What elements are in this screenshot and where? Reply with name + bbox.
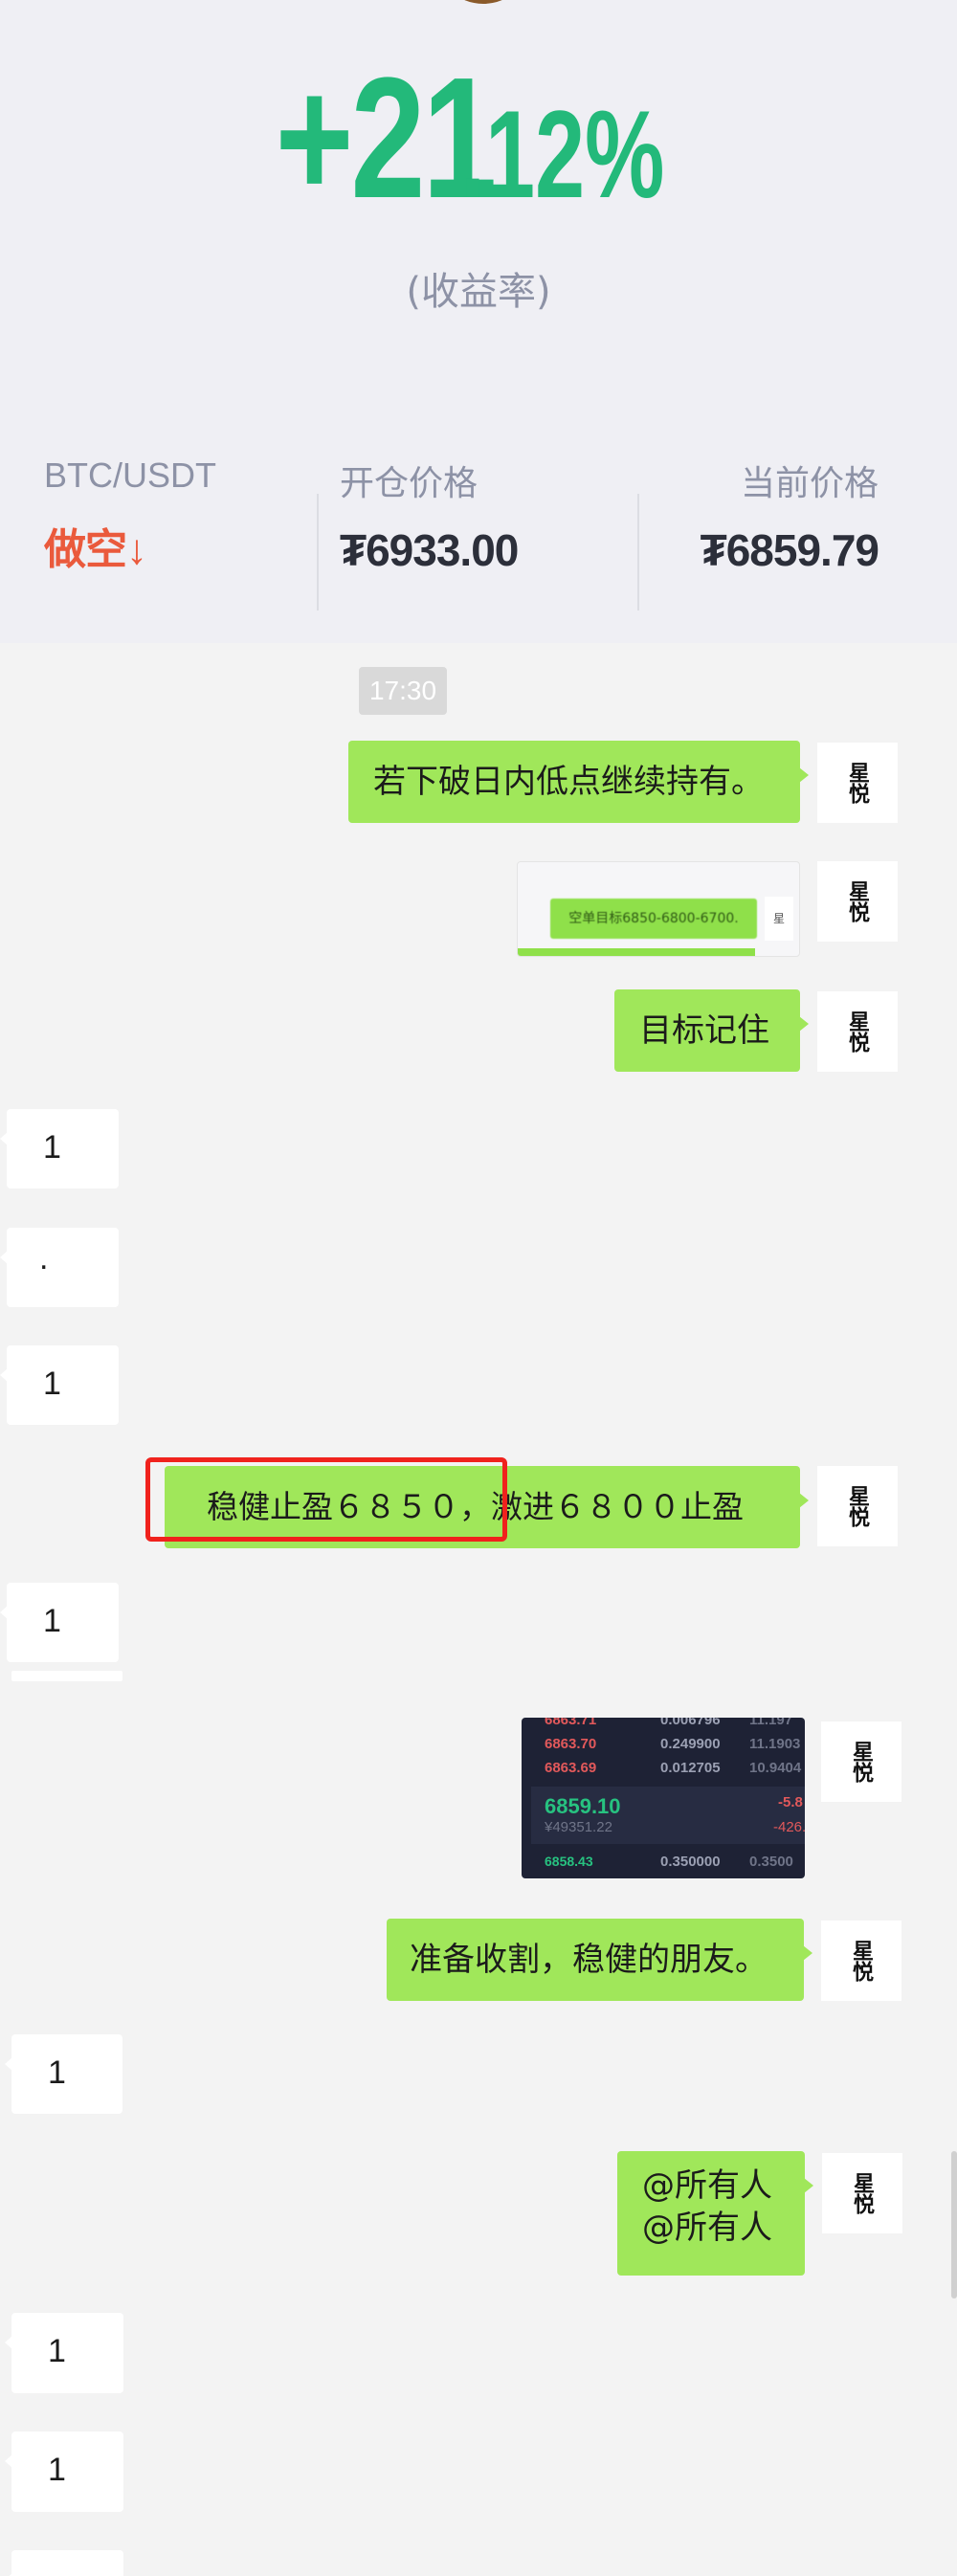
avatar-logo-text: 星悦 <box>845 880 870 922</box>
avatar-thumbnail: 星 <box>765 897 793 941</box>
current-price-value: ₮6859.79 <box>700 525 879 575</box>
bid-amount: 0.350000 <box>660 1854 721 1870</box>
message-bubble-outgoing[interactable]: 若下破日内低点继续持有。 <box>348 741 809 823</box>
divider <box>317 494 319 611</box>
direction-value: 做空↓ <box>44 515 216 576</box>
message-bubble-incoming[interactable]: 1 <box>5 2550 123 2576</box>
avatar-logo-text: 星悦 <box>849 1940 874 1982</box>
message-bubble-incoming[interactable]: 1 <box>5 2313 123 2393</box>
direction-text: 做空 <box>44 526 127 573</box>
pair-label: BTC/USDT <box>44 455 216 495</box>
image-message[interactable]: 空单目标6850-6800-6700. 星 <box>517 861 800 957</box>
profit-rate-decimal: .12% <box>459 84 664 224</box>
trading-pair: BTC/USDT 做空↓ <box>44 455 216 574</box>
ask-price: 6863.71 <box>545 1718 597 1728</box>
ask-total: 11.197 <box>749 1718 793 1728</box>
avatar[interactable]: 星悦 <box>821 1921 901 2001</box>
avatar[interactable]: 星悦 <box>817 1466 898 1546</box>
last-price: 6859.10 <box>545 1794 621 1818</box>
avatar[interactable]: 星悦 <box>817 861 898 942</box>
message-text: 1 <box>48 2333 66 2369</box>
avatar[interactable]: 星悦 <box>821 1721 901 1802</box>
ask-price: 6863.70 <box>545 1736 597 1752</box>
ask-row: 6863.69 0.012705 10.9404 <box>522 1756 805 1783</box>
message-text: 1 <box>43 1366 61 1402</box>
message-text: 1 <box>48 2567 66 2576</box>
message-text: 准备收割，稳健的朋友。 <box>410 1941 768 1979</box>
ask-row: 6863.70 0.249900 11.1903 <box>522 1732 805 1759</box>
ask-total: 10.9404 <box>749 1760 802 1776</box>
profit-rate-integer: +21 <box>275 42 498 234</box>
order-book-image[interactable]: 6863.71 0.006796 11.197 6863.70 0.249900… <box>522 1718 805 1878</box>
image-caption: 空单目标6850-6800-6700. <box>550 899 757 939</box>
last-price-row: 6859.10 -5.8 <box>522 1790 805 1818</box>
message-bubble-incoming[interactable]: 1 <box>0 1109 119 1188</box>
bid-price: 6858.43 <box>545 1854 593 1869</box>
avatar[interactable]: 星悦 <box>817 743 898 823</box>
avatar-logo-text: 星悦 <box>849 1741 874 1783</box>
message-text: 目标记住 <box>639 1011 769 1050</box>
scrollbar-thumb[interactable] <box>951 2151 957 2298</box>
open-price: 开仓价格 ₮6933.00 <box>340 455 519 575</box>
user-avatar <box>435 0 531 4</box>
message-text: 若下破日内低点继续持有。 <box>373 763 764 801</box>
avatar-logo-text: 星悦 <box>845 762 870 804</box>
message-bubble-incoming[interactable]: . <box>0 1228 119 1307</box>
ask-amount: 0.012705 <box>660 1760 721 1776</box>
open-price-value: ₮6933.00 <box>340 525 519 575</box>
change-pct: -5.8 <box>778 1794 803 1810</box>
ask-total: 11.1903 <box>749 1736 801 1752</box>
image-strip <box>518 948 755 956</box>
ask-amount: 0.249900 <box>660 1736 721 1752</box>
profit-share-card: +21.12% (收益率) BTC/USDT 做空↓ 开仓价格 ₮6933.00… <box>0 0 957 643</box>
bid-total: 0.3500 <box>749 1854 793 1870</box>
message-bubble-outgoing[interactable]: 稳健止盈６８５０，激进６８００止盈 <box>165 1466 809 1548</box>
message-text-line: @所有人 <box>642 2166 772 2205</box>
message-bubble-incoming[interactable]: 1 <box>0 1583 119 1662</box>
timestamp: 17:30 <box>359 667 447 715</box>
message-text: 1 <box>48 2452 66 2488</box>
avatar[interactable]: 星悦 <box>822 2153 902 2233</box>
message-text-line: @所有人 <box>642 2209 772 2247</box>
ask-price: 6863.69 <box>545 1760 597 1776</box>
message-bubble-outgoing[interactable]: 目标记住 <box>614 989 809 1072</box>
change-abs: -426. <box>773 1819 805 1835</box>
current-price-label: 当前价格 <box>740 463 879 502</box>
bid-row: 6858.43 0.350000 0.3500 <box>522 1850 805 1876</box>
last-price-panel <box>531 1787 805 1844</box>
message-bubble-outgoing[interactable]: @所有人 @所有人 <box>617 2151 813 2276</box>
current-price: 当前价格 ₮6859.79 <box>700 455 879 575</box>
avatar[interactable]: 星悦 <box>817 991 898 1072</box>
message-bubble-outgoing[interactable]: 准备收割，稳健的朋友。 <box>387 1919 812 2001</box>
profit-rate-label: (收益率) <box>406 270 551 314</box>
open-price-label: 开仓价格 <box>340 463 478 502</box>
message-text: . <box>39 1240 49 1277</box>
message-text: 稳健止盈６８５０，激进６８００止盈 <box>207 1488 744 1525</box>
arrow-down-icon: ↓ <box>126 526 147 573</box>
avatar-logo-text: 星悦 <box>850 2172 875 2214</box>
message-bubble-incoming[interactable]: 1 <box>5 2432 123 2512</box>
message-bubble-incoming[interactable]: 1 <box>5 2034 122 2114</box>
avatar-logo-text: 星悦 <box>845 1010 870 1053</box>
last-price-cny: ¥49351.22 <box>545 1819 612 1835</box>
divider <box>637 494 639 611</box>
ask-amount: 0.006796 <box>660 1718 721 1728</box>
trade-stats: BTC/USDT 做空↓ 开仓价格 ₮6933.00 当前价格 ₮6859.79 <box>0 455 957 611</box>
message-text: 1 <box>43 1129 61 1166</box>
last-price-cny-row: ¥49351.22 -426. <box>522 1815 805 1842</box>
avatar-logo-text: 星悦 <box>845 1485 870 1527</box>
partial-bubble <box>11 1671 122 1681</box>
message-text: 1 <box>43 1603 61 1639</box>
message-text: 1 <box>48 2054 66 2091</box>
message-bubble-incoming[interactable]: 1 <box>0 1345 119 1425</box>
chat-area[interactable]: 17:30 若下破日内低点继续持有。 星悦 空单目标6850-6800-6700… <box>0 643 957 2576</box>
profit-rate: +21.12% <box>0 53 957 225</box>
ask-row: 6863.71 0.006796 11.197 <box>522 1718 805 1735</box>
highlight-annotation <box>145 1457 507 1542</box>
